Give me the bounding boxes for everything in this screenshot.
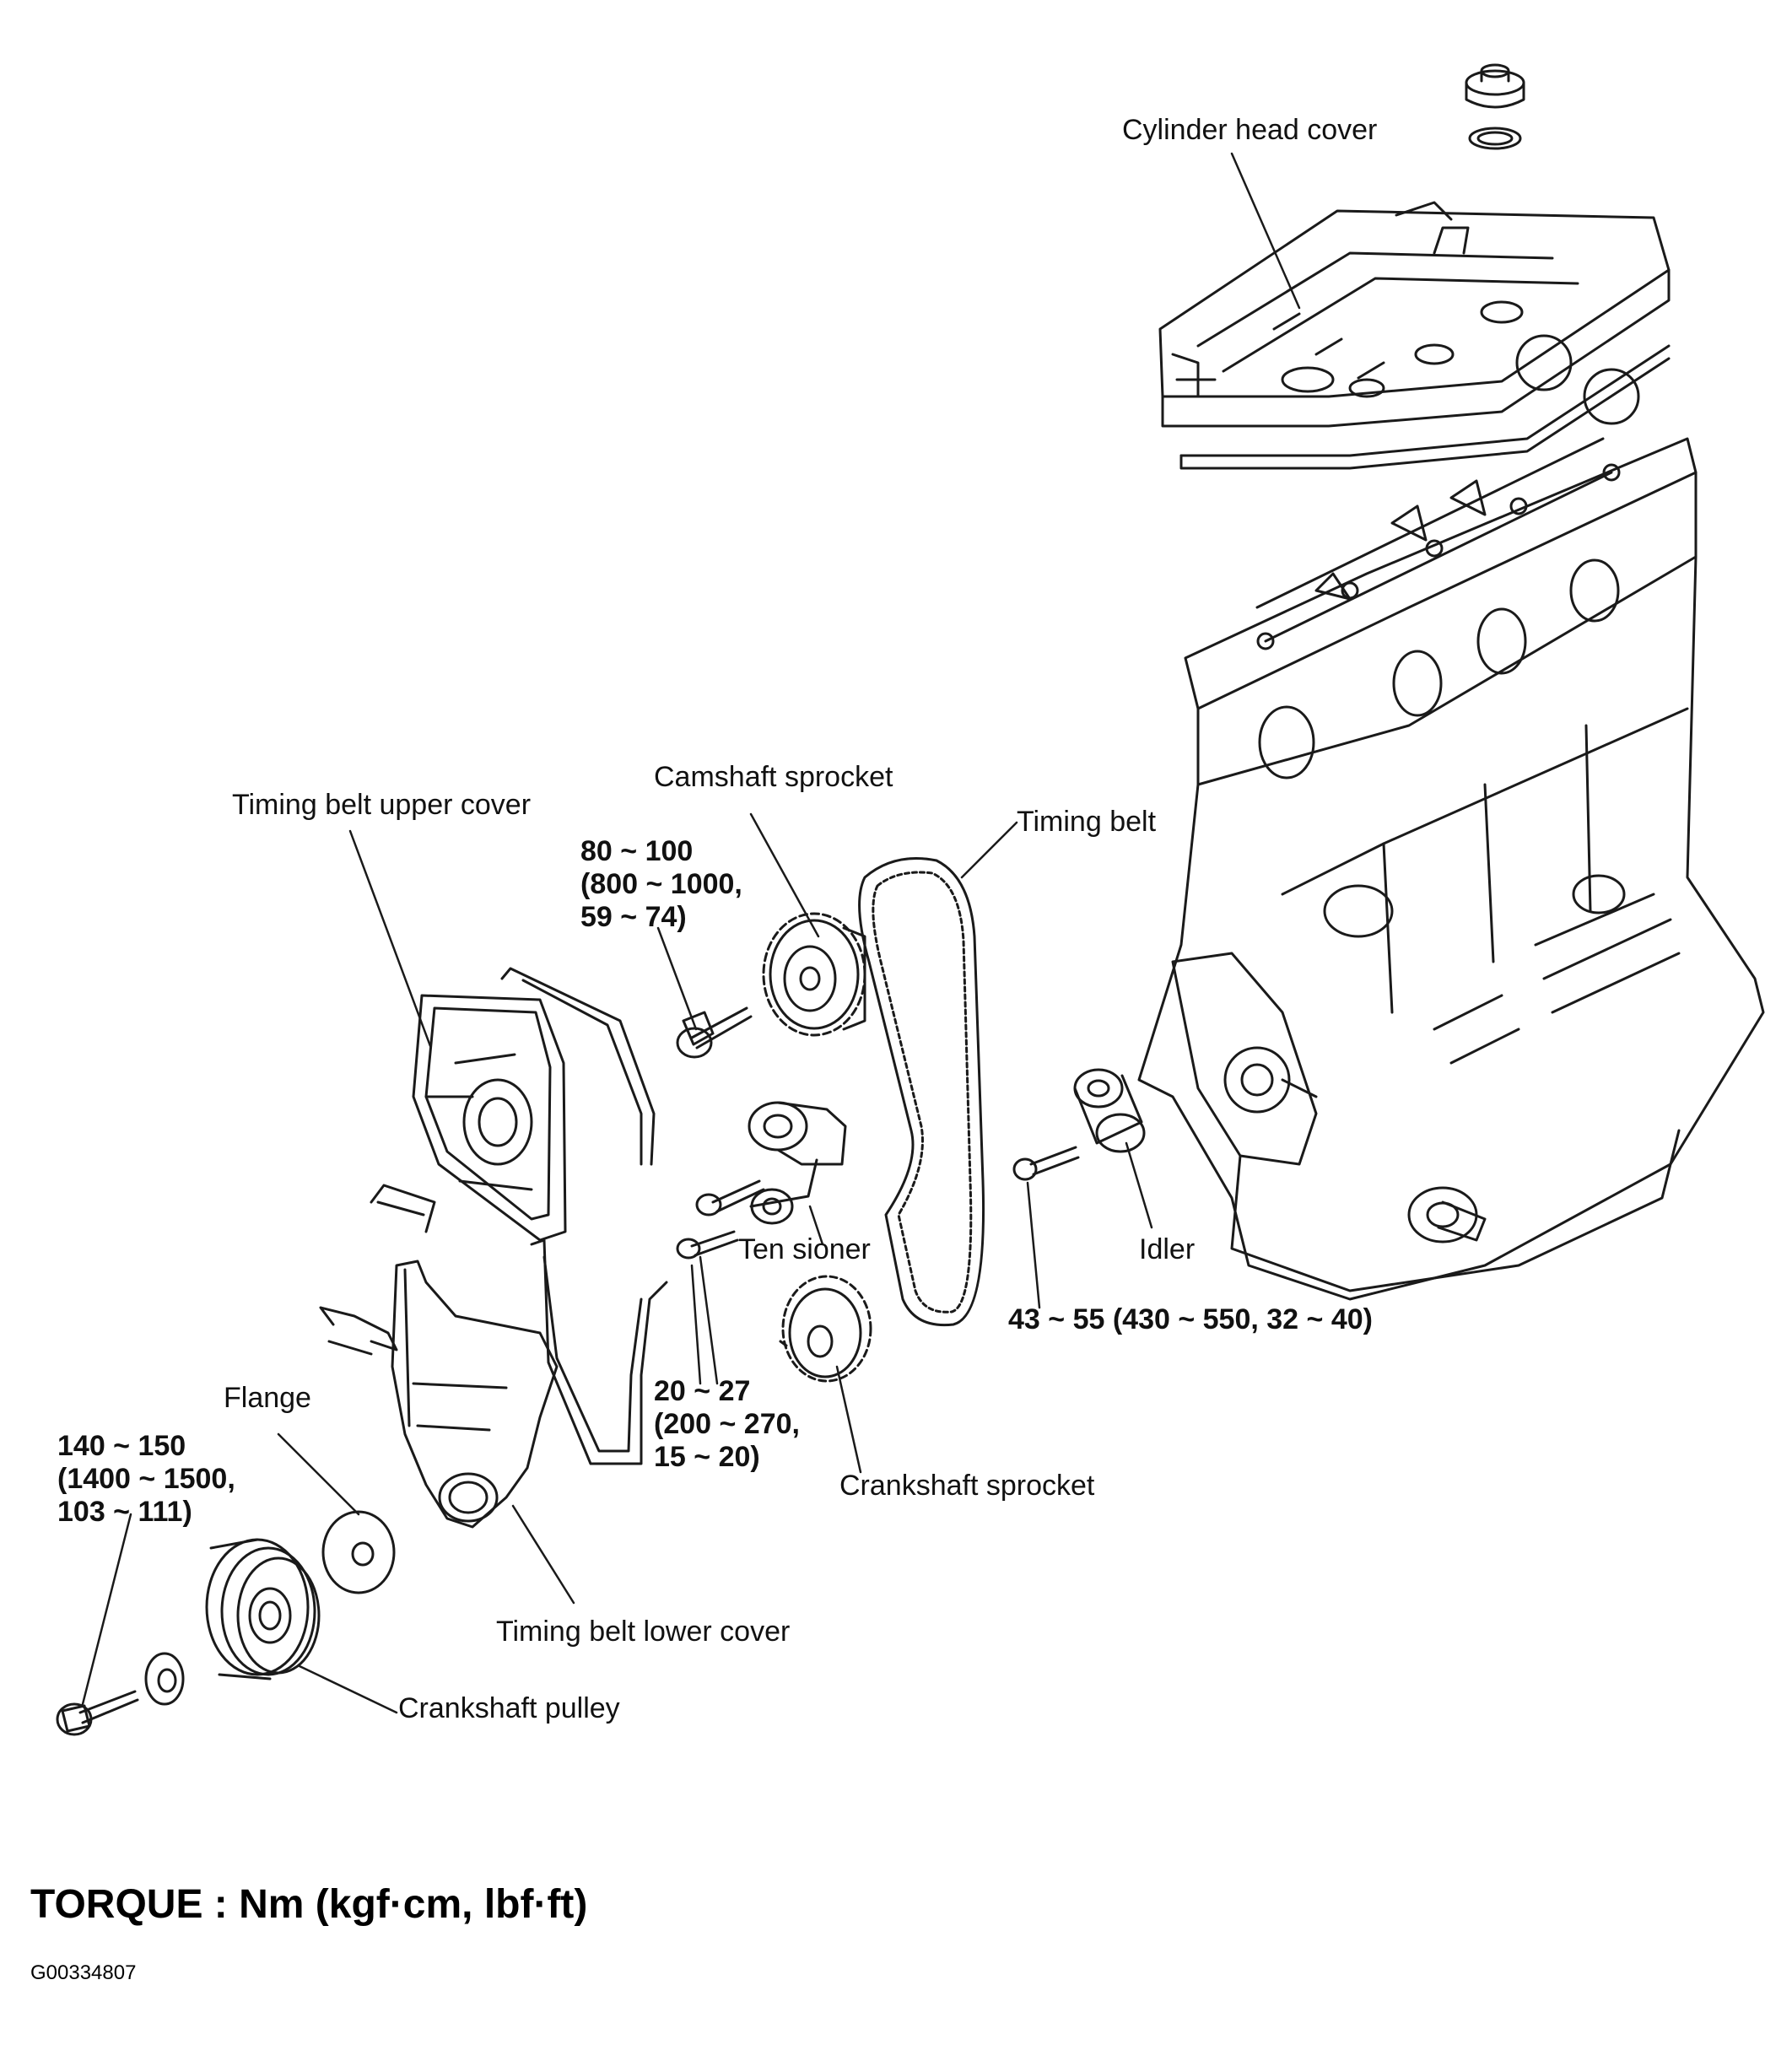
- label-timing-belt: Timing belt: [1017, 806, 1157, 838]
- idler-pulley: [1073, 1068, 1146, 1153]
- label-tensioner: Ten sioner: [738, 1233, 871, 1265]
- label-flange: Flange: [224, 1382, 311, 1414]
- idler-bolt: [1012, 1146, 1080, 1181]
- torque-camshaft-line-2: (800 ~ 1000,: [580, 868, 742, 901]
- flange: [321, 1510, 396, 1594]
- torque-tensioner-line-1: 20 ~ 27: [654, 1375, 751, 1407]
- leader-lines: [81, 152, 1301, 1714]
- oil-filler-cap: [1465, 63, 1525, 150]
- camshaft-bolt: [676, 1006, 753, 1059]
- torque-units-heading: TORQUE : Nm (kgf·cm, lbf·ft): [30, 1882, 588, 1927]
- timing-belt-upper-cover: [412, 967, 656, 1242]
- cylinder-head-cover: [1158, 201, 1671, 470]
- torque-idler-bolt: 43 ~ 55 (430 ~ 550, 32 ~ 40): [1008, 1303, 1373, 1335]
- label-cylinder-head-cover: Cylinder head cover: [1122, 114, 1378, 146]
- timing-belt: [858, 857, 985, 1327]
- torque-crank-line-2: (1400 ~ 1500,: [57, 1463, 235, 1496]
- torque-crank-line-1: 140 ~ 150: [57, 1430, 186, 1462]
- tensioner-bolts: [676, 1179, 765, 1260]
- camshaft-sprocket: [762, 912, 866, 1037]
- torque-crank-bolt: 140 ~ 150 (1400 ~ 1500, 103 ~ 111): [57, 1430, 235, 1529]
- engine-block: [1137, 334, 1765, 1301]
- label-camshaft-sprocket: Camshaft sprocket: [654, 761, 893, 793]
- label-timing-belt-lower-cover: Timing belt lower cover: [496, 1616, 791, 1648]
- tensioner: [748, 1101, 847, 1225]
- torque-camshaft-line-3: 59 ~ 74): [580, 901, 687, 934]
- label-crankshaft-sprocket: Crankshaft sprocket: [839, 1470, 1095, 1502]
- torque-camshaft-bolt: 80 ~ 100 (800 ~ 1000, 59 ~ 74): [580, 835, 742, 934]
- torque-tensioner-line-3: 15 ~ 20): [654, 1441, 760, 1474]
- timing-belt-lower-cover: [319, 1184, 668, 1529]
- figure-id: G00334807: [30, 1961, 137, 1984]
- crank-washer: [144, 1652, 185, 1706]
- crankshaft-sprocket: [779, 1275, 872, 1383]
- crank-bolt: [56, 1690, 139, 1736]
- crankshaft-pulley: [205, 1538, 321, 1680]
- torque-camshaft-line-1: 80 ~ 100: [580, 835, 694, 867]
- label-timing-belt-upper-cover: Timing belt upper cover: [232, 789, 532, 821]
- torque-crank-line-3: 103 ~ 111): [57, 1496, 192, 1529]
- label-idler: Idler: [1139, 1233, 1196, 1265]
- torque-tensioner-line-2: (200 ~ 270,: [654, 1408, 800, 1441]
- label-crankshaft-pulley: Crankshaft pulley: [398, 1692, 620, 1724]
- torque-tensioner-bolts: 20 ~ 27 (200 ~ 270, 15 ~ 20): [654, 1375, 800, 1474]
